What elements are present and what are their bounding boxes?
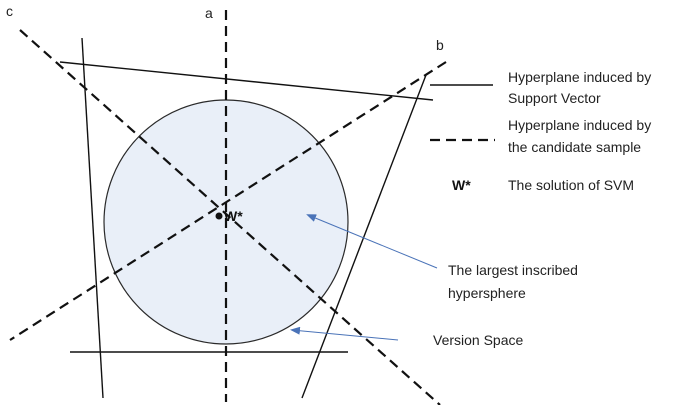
version-space-annotation: Version Space [433, 332, 523, 348]
version-space-arrow [290, 326, 399, 341]
line-label-a: a [205, 5, 213, 21]
legend-dashed-text-line1: Hyperplane induced by [508, 117, 651, 133]
solution-point-label: W* [224, 208, 243, 224]
legend-solution-symbol: W* [452, 177, 471, 193]
candidate-hyperplane-c [19, 29, 441, 405]
line-label-b: b [436, 37, 444, 53]
solution-point [215, 212, 223, 220]
hypersphere-annotation-line1: The largest inscribed [448, 262, 578, 278]
legend-solution-text: The solution of SVM [508, 177, 634, 193]
hypersphere-annotation-line2: hypersphere [448, 285, 526, 301]
support-vector-hyperplane-left [81, 37, 104, 399]
legend-solid-text-line2: Support Vector [508, 90, 601, 106]
line-label-c: c [6, 3, 13, 19]
support-vector-hyperplane-right [301, 74, 427, 399]
legend-solid-text-line1: Hyperplane induced by [508, 69, 651, 85]
candidate-hyperplane-b [9, 61, 447, 341]
support-vector-hyperplane-top [59, 61, 434, 101]
hypersphere-arrow [306, 214, 438, 269]
legend-dashed-text-line2: the candidate sample [508, 139, 641, 155]
